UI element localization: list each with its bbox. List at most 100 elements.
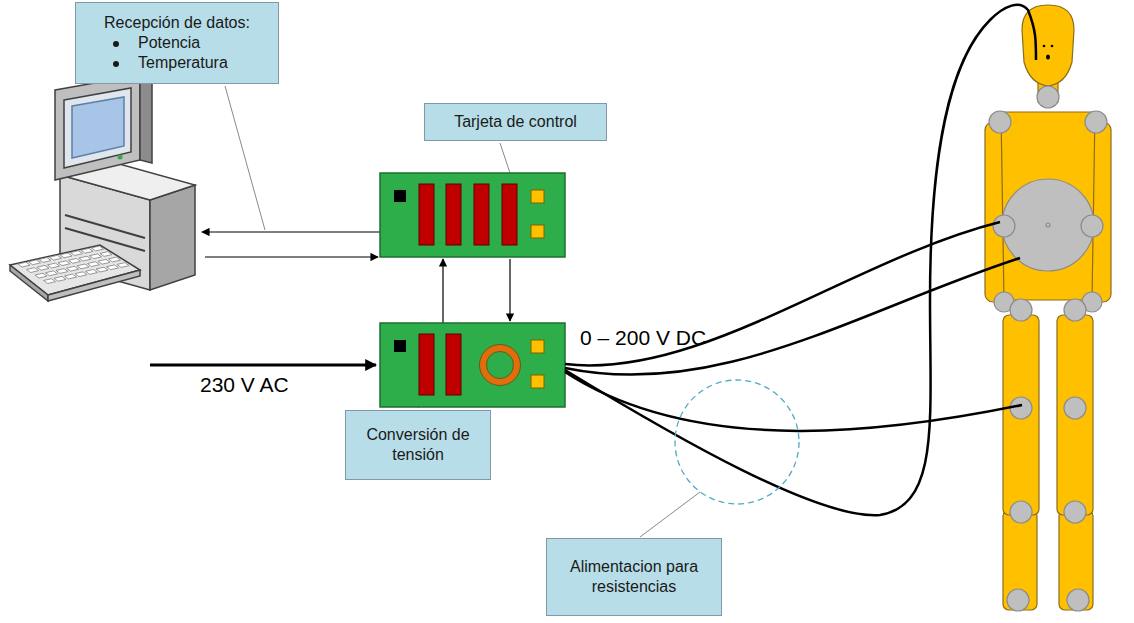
mannequin-figure [1043, 45, 1046, 48]
converter-board [531, 340, 544, 353]
joint [1085, 111, 1107, 133]
joint [1081, 215, 1103, 237]
keyboard-keys [56, 269, 68, 274]
keyboard-keys [35, 273, 47, 278]
callout-box: Recepción de datos:PotenciaTemperatura [75, 2, 279, 84]
keyboard-keys [58, 261, 70, 266]
converter-board [394, 340, 406, 352]
converter-board [380, 323, 565, 407]
keyboard-keys [46, 271, 58, 276]
supply-wire [565, 5, 1036, 515]
mannequin-figure [1059, 510, 1093, 610]
converter-board [380, 323, 565, 407]
mannequin-figure [985, 5, 1111, 610]
keyboard-keys [50, 255, 62, 260]
supply-wire [565, 372, 1022, 431]
keyboard-keys [39, 258, 51, 263]
keyboard-keys [60, 253, 72, 258]
data-arrow [509, 259, 510, 321]
keyboard-keys [79, 256, 91, 261]
keyboard-keys [81, 248, 93, 253]
keyboard-keys [54, 276, 66, 281]
keyboard-keys [48, 263, 60, 268]
converter-board [419, 334, 434, 395]
mannequin-figure [1046, 55, 1050, 60]
computer-icon [140, 75, 152, 163]
keyboard-keys [96, 267, 108, 272]
keyboard-keys [75, 272, 87, 277]
control-board [474, 184, 489, 245]
leader-line [640, 492, 700, 537]
callout-text: Conversión de tensión [356, 425, 480, 465]
converter-board [531, 375, 544, 388]
callout-text: Recepción de datos: [86, 13, 268, 33]
callout-text: Alimentacion para resistencias [557, 557, 711, 597]
bullet-dot [113, 61, 119, 67]
callout-box: Conversión de tensión [345, 410, 491, 480]
supply-wire [565, 222, 1003, 451]
keyboard-keys [18, 246, 129, 283]
keyboard-keys [88, 262, 100, 267]
converter-board [480, 345, 521, 386]
mannequin-figure [1051, 45, 1054, 48]
leader-line [225, 86, 700, 537]
keyboard-keys [29, 260, 41, 265]
keyboard-keys [90, 254, 102, 259]
joint [1010, 299, 1032, 321]
mannequin-figure [1001, 112, 1095, 300]
joint [1007, 589, 1029, 611]
leader-line [500, 143, 510, 173]
joint [1002, 179, 1094, 271]
joint [1067, 589, 1089, 611]
computer-icon [10, 75, 195, 301]
joint [989, 111, 1011, 133]
computer-icon [10, 265, 48, 301]
keyboard-keys [117, 263, 129, 268]
mannequin-figure [1003, 510, 1037, 610]
keyboard-keys [44, 279, 56, 284]
joint [1064, 501, 1086, 523]
callout-box: Tarjeta de control [424, 103, 607, 141]
joint [1037, 86, 1059, 108]
bullet-dot [113, 41, 119, 47]
control-board [502, 184, 517, 245]
output-voltage: 0 – 200 V DC [580, 326, 706, 350]
control-board [419, 184, 434, 245]
callout-text: Tarjeta de control [435, 112, 596, 132]
keyboard-keys [71, 251, 83, 256]
control-board [380, 173, 565, 257]
keyboard-keys [65, 274, 77, 279]
computer-icon [150, 185, 195, 290]
keyboard-keys [37, 265, 49, 270]
data-arrow [202, 231, 380, 232]
mains-arrow [150, 364, 376, 367]
callout-box: Alimentacion para resistencias [546, 538, 722, 616]
converter-board [487, 352, 514, 379]
computer-icon [72, 97, 124, 158]
keyboard-keys [100, 252, 112, 257]
keyboard-keys [77, 264, 89, 269]
control-board [394, 190, 406, 202]
joint [1010, 501, 1032, 523]
joint [989, 86, 1107, 611]
keyboard-keys [18, 262, 30, 267]
computer-icon [48, 270, 140, 301]
list-item: Temperatura [86, 53, 268, 73]
keyboard-keys [86, 270, 98, 275]
data-arrow [442, 259, 443, 323]
data-arrow [205, 256, 378, 257]
leader-line [225, 86, 265, 230]
computer-icon [55, 75, 140, 180]
keyboard-keys [67, 266, 79, 271]
keyboard-keys [98, 259, 110, 264]
supply-wire [565, 222, 1000, 365]
list-item: Potencia [86, 33, 268, 53]
computer-icon [65, 215, 145, 238]
joint [1046, 223, 1050, 227]
supply-wire [565, 5, 1036, 515]
control-board [531, 225, 544, 238]
supply-wire [565, 258, 1020, 375]
mannequin-figure [1057, 315, 1093, 515]
control-board [380, 173, 565, 257]
